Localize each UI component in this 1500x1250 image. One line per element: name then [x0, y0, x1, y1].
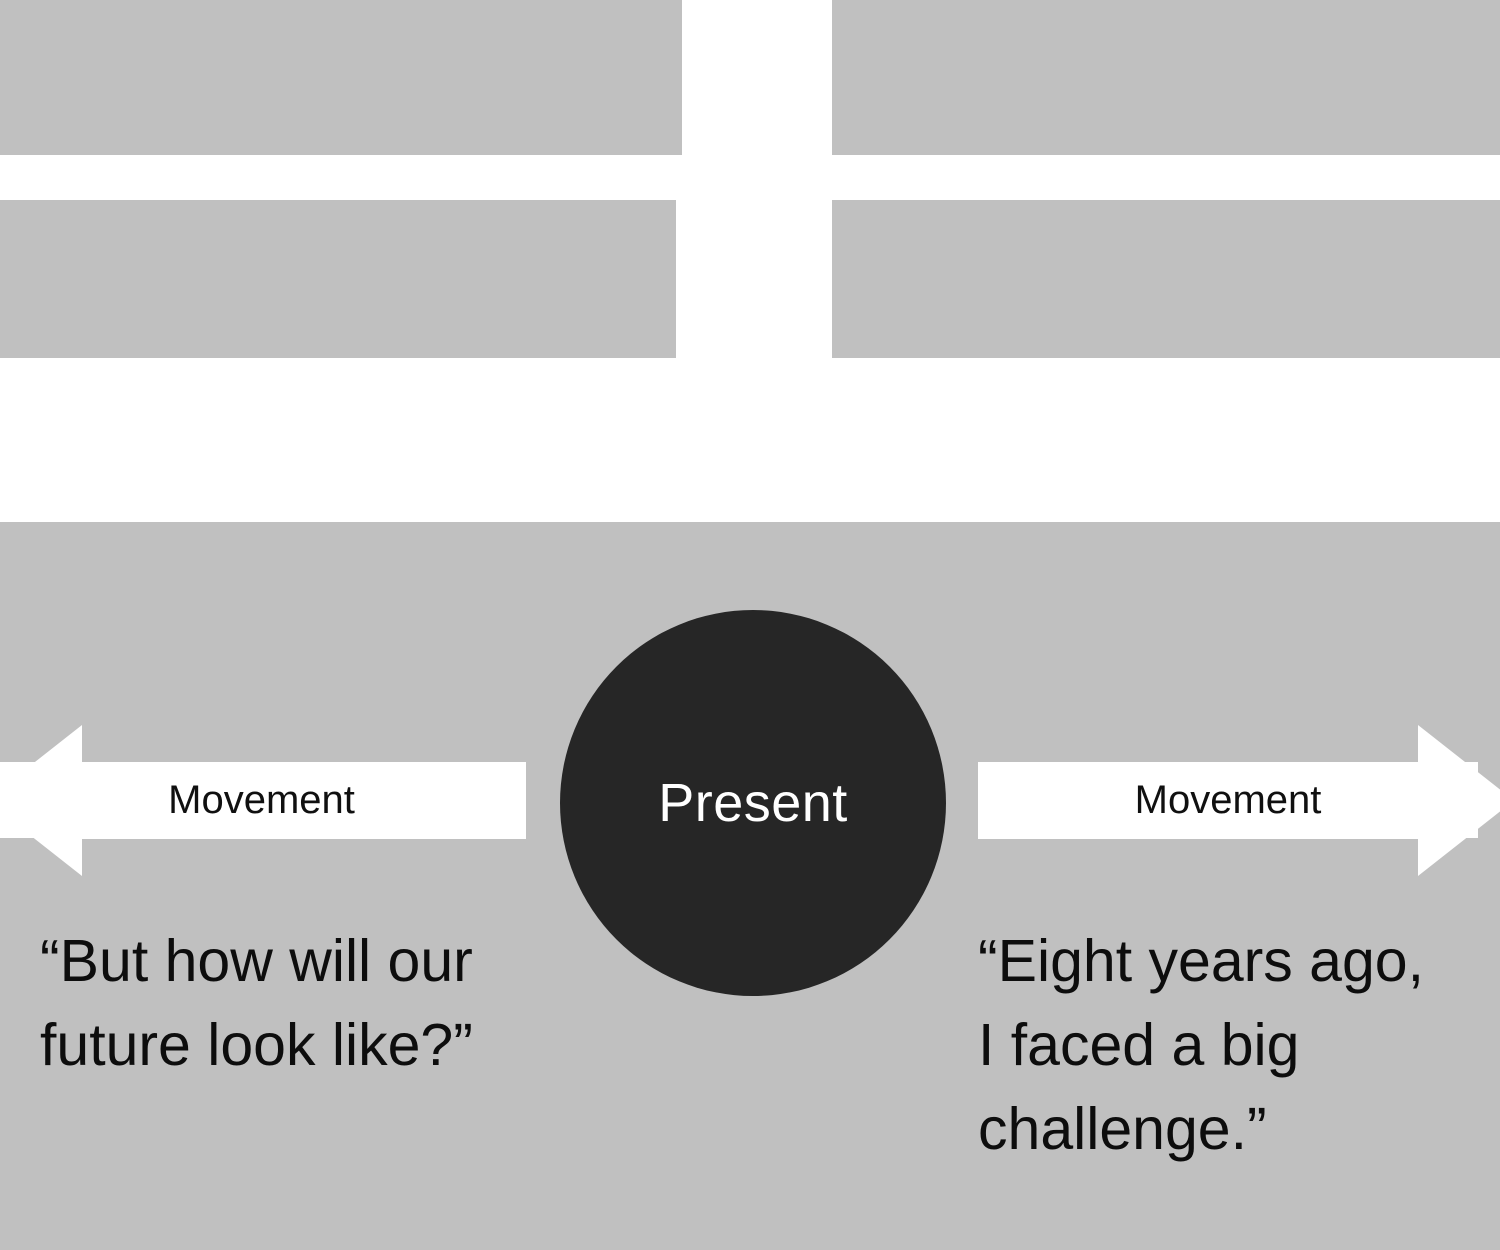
present-label: Present	[658, 773, 848, 833]
quote-past: “Eight years ago, I faced a big challeng…	[978, 928, 1425, 1162]
placeholder-block-top-left	[0, 0, 682, 155]
present-circle: Present	[560, 610, 946, 996]
placeholder-block-bottom-right	[832, 200, 1500, 358]
quote-future: “But how will our future look like?”	[40, 928, 473, 1078]
movement-label-right: Movement	[978, 762, 1478, 838]
placeholder-block-top-right	[832, 0, 1500, 155]
placeholder-block-bottom-left	[0, 200, 676, 358]
movement-label-left: Movement	[0, 762, 523, 838]
